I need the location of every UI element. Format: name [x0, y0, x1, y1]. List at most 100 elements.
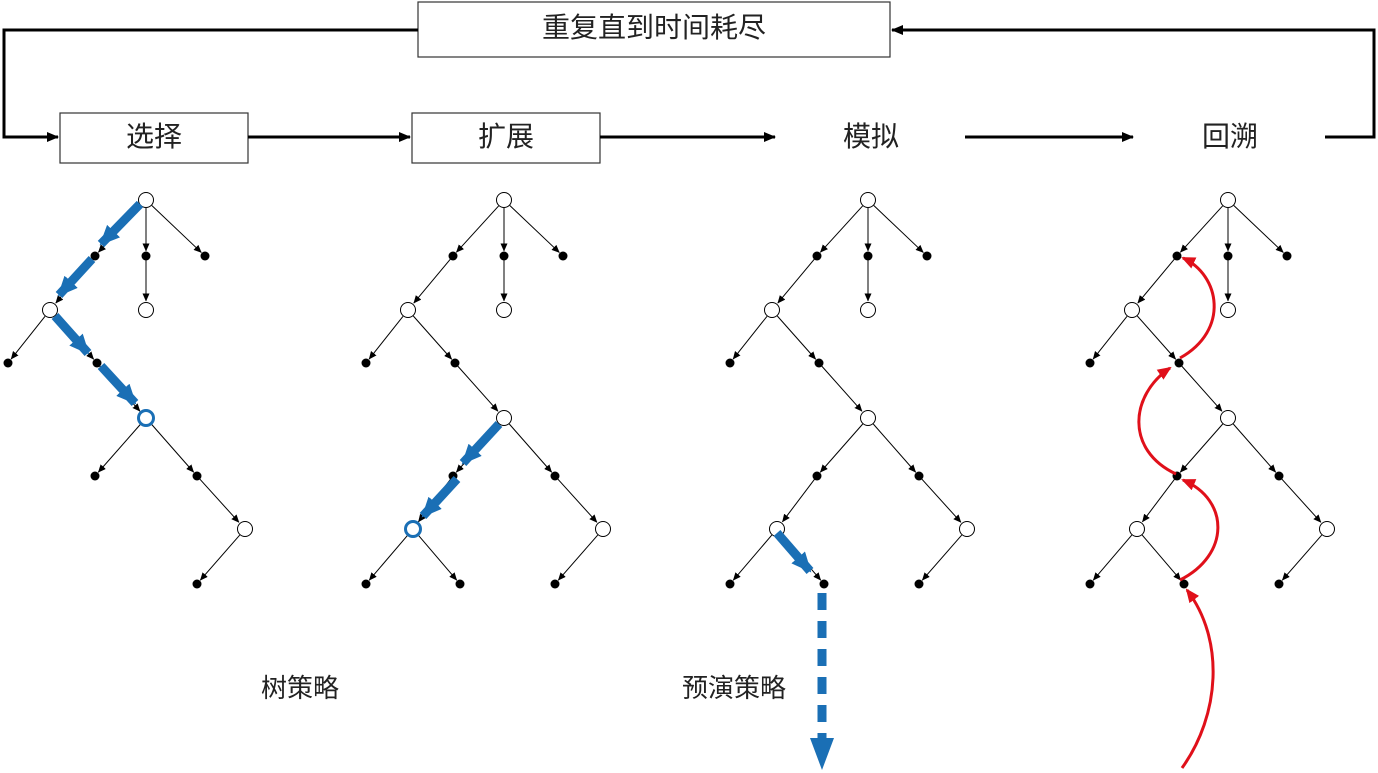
- tree-edge: [1141, 534, 1182, 581]
- tree-4: [1085, 192, 1335, 589]
- tree-edge: [1179, 423, 1224, 473]
- tree-edge: [151, 205, 202, 253]
- tree-leaf-node: [1085, 358, 1095, 368]
- tree-node: [860, 192, 876, 208]
- tree-leaf-node: [812, 251, 822, 261]
- tree-node: [138, 192, 154, 208]
- tree-2: [361, 192, 611, 589]
- tree-edge: [509, 205, 560, 253]
- tree-leaf-node: [1174, 358, 1184, 368]
- tree-edge: [777, 258, 815, 304]
- tree-leaf-node: [192, 579, 202, 589]
- tree-node: [138, 302, 154, 318]
- tree-leaf-node: [90, 251, 100, 261]
- tree-edge: [97, 423, 142, 473]
- tree-leaf-node: [558, 251, 568, 261]
- tree-edge: [417, 534, 458, 581]
- tree-leaf-node: [1274, 471, 1284, 481]
- tree-edge: [1179, 205, 1223, 253]
- selected-node: [137, 409, 155, 427]
- tree-node: [595, 521, 611, 537]
- tree-leaf-node: [92, 358, 102, 368]
- expansion-path: [419, 420, 503, 520]
- stage-selection: 选择: [59, 112, 249, 164]
- tree-leaf-node: [90, 471, 100, 481]
- tree-node: [400, 302, 416, 318]
- tree-leaf-node: [192, 471, 202, 481]
- tree-node: [1220, 192, 1236, 208]
- tree-edge: [732, 315, 768, 360]
- tree-edge: [1281, 478, 1322, 523]
- tree-node: [496, 410, 512, 426]
- tree-leaf-node: [450, 358, 460, 368]
- tree-policy-label: 树策略: [261, 674, 339, 704]
- tree-leaf-node: [550, 579, 560, 589]
- tree-edge: [1232, 423, 1277, 473]
- stage-label: 选择: [126, 120, 182, 153]
- tree-node: [860, 410, 876, 426]
- tree-edge: [199, 478, 240, 523]
- tree-leaf-node: [1282, 251, 1292, 261]
- tree-node: [404, 520, 422, 538]
- tree-node: [496, 302, 512, 318]
- tree-edge: [557, 478, 598, 523]
- tree-leaf-node: [499, 251, 509, 261]
- tree-edge: [368, 534, 409, 581]
- tree-edge: [368, 315, 404, 360]
- tree-node: [42, 302, 58, 318]
- tree-leaf-node: [1085, 579, 1095, 589]
- tree-edge: [557, 534, 599, 581]
- tree-edge: [1142, 478, 1175, 523]
- tree-node: [496, 192, 512, 208]
- tree-edge: [150, 423, 195, 473]
- tree-leaf-node: [914, 471, 924, 481]
- tree-leaf-node: [863, 251, 873, 261]
- tree-edge: [199, 534, 241, 581]
- tree-leaf-node: [550, 471, 560, 481]
- tree-edge: [921, 478, 962, 523]
- tree-leaf-node: [141, 251, 151, 261]
- loop-label: 重复直到时间耗尽: [542, 11, 766, 44]
- stage-label: 扩展: [478, 120, 534, 153]
- tree-leaf-node: [914, 579, 924, 589]
- tree-edge: [821, 365, 863, 412]
- backprop-arrows: [1137, 256, 1220, 769]
- selection-path: [51, 200, 144, 407]
- tree-leaf-node: [819, 579, 829, 589]
- tree-edge: [508, 423, 553, 473]
- tree-leaf-node: [3, 358, 13, 368]
- tree-node: [1129, 521, 1145, 537]
- tree-edge: [819, 205, 863, 253]
- tree-edge: [1092, 315, 1128, 360]
- stage-expansion: 扩展: [411, 112, 601, 164]
- tree-node: [1124, 302, 1140, 318]
- tree-leaf-node: [200, 251, 210, 261]
- tree-edge: [412, 315, 453, 360]
- tree-edge: [457, 365, 499, 412]
- tree-edge: [1181, 365, 1223, 412]
- trees: [3, 192, 1335, 589]
- tree-leaf-node: [725, 579, 735, 589]
- tree-node: [860, 302, 876, 318]
- tree-edge: [776, 315, 817, 360]
- tree-leaf-node: [725, 358, 735, 368]
- tree-edge: [1136, 315, 1177, 360]
- tree-edge: [819, 423, 864, 473]
- tree-edge: [1233, 205, 1284, 253]
- tree-leaf-node: [448, 251, 458, 261]
- tree-edge: [873, 205, 924, 253]
- tree-edge: [921, 534, 963, 581]
- tree-leaf-node: [1172, 251, 1182, 261]
- tree-leaf-node: [361, 579, 371, 589]
- tree-node: [237, 521, 253, 537]
- tree-edge: [455, 205, 499, 253]
- tree-node: [764, 302, 780, 318]
- stage-backprop: 回溯: [1202, 120, 1258, 153]
- tree-edge: [872, 423, 917, 473]
- tree-edge: [732, 534, 773, 581]
- tree-edge: [1092, 534, 1133, 581]
- tree-edge: [10, 315, 46, 360]
- tree-node: [1319, 521, 1335, 537]
- loop-connector: [2, 25, 1376, 142]
- tree-leaf-node: [812, 471, 822, 481]
